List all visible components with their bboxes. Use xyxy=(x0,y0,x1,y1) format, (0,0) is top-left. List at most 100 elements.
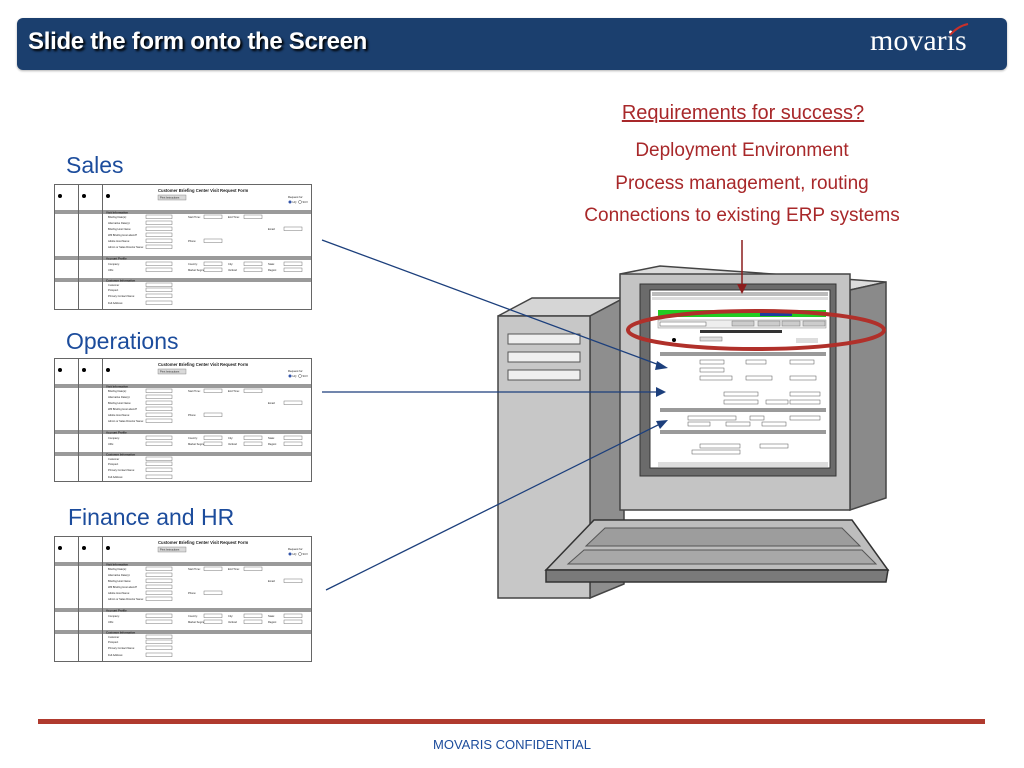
svg-text:State:: State: xyxy=(268,262,275,266)
form-thumbnail-sales: Customer Briefing Center Visit Request F… xyxy=(54,184,312,310)
requirement-item: Connections to existing ERP systems xyxy=(584,205,900,226)
svg-text:Print Instructions: Print Instructions xyxy=(160,196,180,200)
form-title: Customer Briefing Center Visit Request F… xyxy=(158,540,248,545)
svg-text:Vertical:: Vertical: xyxy=(228,620,238,624)
svg-text:URL:: URL: xyxy=(108,268,114,272)
svg-text:Admin or Sales Director Name:: Admin or Sales Director Name: xyxy=(108,419,144,423)
svg-text:Request for:: Request for: xyxy=(288,369,303,373)
svg-text:HQ: HQ xyxy=(293,552,297,556)
svg-text:End Time:: End Time: xyxy=(228,567,240,571)
svg-text:Market Segment:: Market Segment: xyxy=(188,442,208,446)
svg-text:Will Briefing Host attend?: Will Briefing Host attend? xyxy=(108,407,138,411)
svg-text:Account Profile: Account Profile xyxy=(106,256,127,260)
svg-text:Request for:: Request for: xyxy=(288,547,303,551)
dept-label-finance-hr: Finance and HR xyxy=(68,504,235,530)
footer-divider xyxy=(38,719,985,724)
footer-confidential: MOVARIS CONFIDENTIAL xyxy=(433,737,591,752)
form-front-page: Customer Briefing Center Visit Request F… xyxy=(106,188,308,305)
svg-text:Print Instructions: Print Instructions xyxy=(160,548,180,552)
svg-text:Adobe Host Name:: Adobe Host Name: xyxy=(108,239,130,243)
svg-text:Admin or Sales Director Name:: Admin or Sales Director Name: xyxy=(108,245,144,249)
svg-text:Company:: Company: xyxy=(108,614,120,618)
form-title: Customer Briefing Center Visit Request F… xyxy=(158,362,248,367)
svg-text:Market Segment:: Market Segment: xyxy=(188,268,208,272)
svg-text:SCV: SCV xyxy=(303,374,309,378)
svg-text:Vertical:: Vertical: xyxy=(228,442,238,446)
svg-text:Primary Contact Name:: Primary Contact Name: xyxy=(108,646,135,650)
form-front-page: Customer Briefing Center Visit Request F… xyxy=(106,362,308,479)
svg-text:End Time:: End Time: xyxy=(228,215,240,219)
svg-text:Visit Information: Visit Information xyxy=(106,562,128,566)
title-bar xyxy=(17,18,1007,70)
svg-text:City:: City: xyxy=(228,614,233,618)
svg-text:Start Time:: Start Time: xyxy=(188,215,201,219)
slide-title: Slide the form onto the Screen xyxy=(28,28,368,55)
svg-text:Visit Information: Visit Information xyxy=(106,210,128,214)
svg-text:URL:: URL: xyxy=(108,442,114,446)
svg-text:Briefing Host Name:: Briefing Host Name: xyxy=(108,401,131,405)
svg-text:Prospect: Prospect xyxy=(108,640,119,644)
svg-text:Email:: Email: xyxy=(268,579,275,583)
svg-text:Primary Contact Name:: Primary Contact Name: xyxy=(108,468,135,472)
keyboard-icon xyxy=(544,519,890,583)
svg-text:Request for:: Request for: xyxy=(288,195,303,199)
monitor-icon xyxy=(619,265,887,512)
svg-text:Briefing Date(s):: Briefing Date(s): xyxy=(108,215,127,219)
svg-text:Account Profile: Account Profile xyxy=(106,430,127,434)
svg-text:Phone:: Phone: xyxy=(188,591,197,595)
svg-text:Country:: Country: xyxy=(188,262,198,266)
svg-text:Full Address:: Full Address: xyxy=(108,301,123,305)
form-front-page: Customer Briefing Center Visit Request F… xyxy=(106,540,308,657)
svg-text:Alternative Date(s):: Alternative Date(s): xyxy=(108,573,130,577)
svg-text:Company:: Company: xyxy=(108,436,120,440)
svg-text:City:: City: xyxy=(228,262,233,266)
svg-text:Vertical:: Vertical: xyxy=(228,268,238,272)
svg-text:Account Profile: Account Profile xyxy=(106,608,127,612)
form-thumbnail-operations: Customer Briefing Center Visit Request F… xyxy=(54,358,312,482)
svg-text:Country:: Country: xyxy=(188,614,198,618)
svg-text:URL:: URL: xyxy=(108,620,114,624)
svg-text:Email:: Email: xyxy=(268,227,275,231)
svg-text:Region:: Region: xyxy=(268,442,277,446)
svg-text:Full Address:: Full Address: xyxy=(108,475,123,479)
svg-text:HQ: HQ xyxy=(293,200,297,204)
svg-text:SCV: SCV xyxy=(303,200,309,204)
svg-text:End Time:: End Time: xyxy=(228,389,240,393)
svg-text:Region:: Region: xyxy=(268,268,277,272)
svg-text:Full Address:: Full Address: xyxy=(108,653,123,657)
dept-label-sales: Sales xyxy=(66,152,124,178)
movaris-logo: movaris xyxy=(870,24,967,57)
requirements-heading: Requirements for success? xyxy=(621,102,865,124)
svg-text:State:: State: xyxy=(268,614,275,618)
svg-text:HQ: HQ xyxy=(293,374,297,378)
svg-text:Briefing Date(s):: Briefing Date(s): xyxy=(108,389,127,393)
svg-text:Region:: Region: xyxy=(268,620,277,624)
svg-text:Customer: Customer xyxy=(108,635,119,639)
svg-text:Prospect: Prospect xyxy=(108,462,119,466)
svg-text:Prospect: Prospect xyxy=(108,288,119,292)
svg-text:Admin or Sales Director Name:: Admin or Sales Director Name: xyxy=(108,597,144,601)
svg-text:Market Segment:: Market Segment: xyxy=(188,620,208,624)
svg-text:City:: City: xyxy=(228,436,233,440)
svg-text:Adobe Host Name:: Adobe Host Name: xyxy=(108,413,130,417)
svg-text:Print Instructions: Print Instructions xyxy=(160,370,180,374)
svg-text:Will Briefing Host attend?: Will Briefing Host attend? xyxy=(108,585,138,589)
svg-text:Alternative Date(s):: Alternative Date(s): xyxy=(108,221,130,225)
svg-text:Briefing Host Name:: Briefing Host Name: xyxy=(108,579,131,583)
requirement-item: Process management, routing xyxy=(615,173,869,194)
svg-text:Start Time:: Start Time: xyxy=(188,567,201,571)
form-thumbnail-finance-hr: Customer Briefing Center Visit Request F… xyxy=(54,536,312,662)
svg-text:Primary Contact Name:: Primary Contact Name: xyxy=(108,294,135,298)
svg-text:Briefing Host Name:: Briefing Host Name: xyxy=(108,227,131,231)
form-title: Customer Briefing Center Visit Request F… xyxy=(158,188,248,193)
svg-text:Customer Information: Customer Information xyxy=(106,278,136,282)
svg-text:Alternative Date(s):: Alternative Date(s): xyxy=(108,395,130,399)
svg-text:Phone:: Phone: xyxy=(188,413,197,417)
requirement-item: Deployment Environment xyxy=(635,140,849,161)
svg-text:SCV: SCV xyxy=(303,552,309,556)
svg-text:Will Briefing Host attend?: Will Briefing Host attend? xyxy=(108,233,138,237)
svg-text:Customer: Customer xyxy=(108,283,119,287)
svg-text:Customer: Customer xyxy=(108,457,119,461)
svg-text:Phone:: Phone: xyxy=(188,239,197,243)
